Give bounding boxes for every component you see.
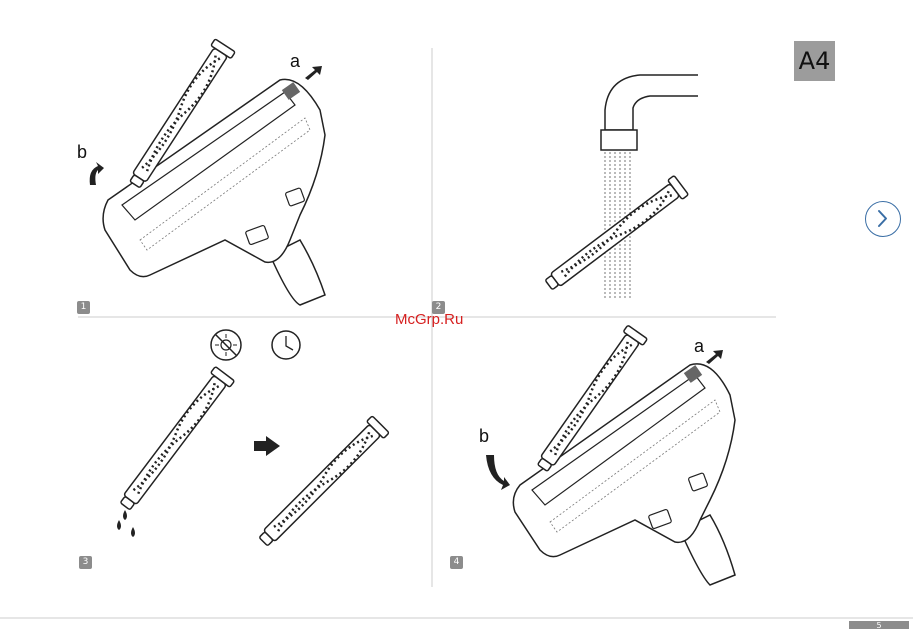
chevron-right-icon (866, 202, 899, 235)
next-page-button[interactable] (865, 201, 901, 237)
step-number-4: 4 (450, 556, 463, 569)
step-number-3: 3 (79, 556, 92, 569)
panel-4-label-b: b (479, 426, 489, 447)
page-number: 5 (849, 621, 909, 629)
section-badge: A4 (794, 41, 835, 81)
watermark: McGrp.Ru (395, 311, 463, 328)
step-number-1: 1 (77, 301, 90, 314)
panel-4-label-a: a (694, 336, 704, 357)
